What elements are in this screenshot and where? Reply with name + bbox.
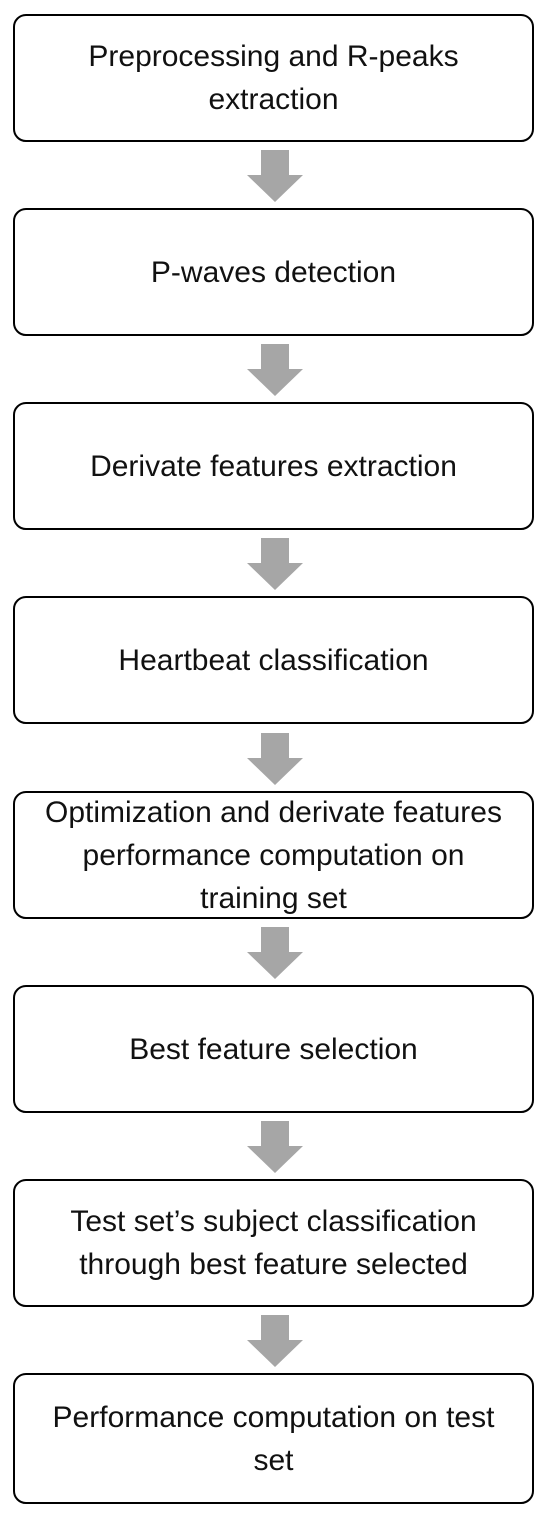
step-label: Heartbeat classification	[118, 643, 429, 677]
step-label: P-waves detection	[150, 255, 397, 289]
step-optimization-training-set: Optimization and derivate features perfo…	[13, 791, 534, 919]
step-label: Performance computation on test set	[52, 1400, 495, 1477]
step-label: Optimization and derivate features perfo…	[45, 795, 502, 915]
step-heartbeat-classification: Heartbeat classification	[13, 596, 534, 724]
step-performance-test-set: Performance computation on test set	[13, 1373, 534, 1504]
down-arrow-icon	[247, 733, 303, 785]
step-preprocessing-r-peaks: Preprocessing and R-peaks extraction	[13, 14, 534, 142]
step-derivate-features-extraction: Derivate features extraction	[13, 402, 534, 530]
down-arrow-icon	[247, 1121, 303, 1173]
step-test-set-classification: Test set’s subject classification throug…	[13, 1179, 534, 1307]
step-label: Test set’s subject classification throug…	[70, 1205, 477, 1281]
down-arrow-icon	[247, 1315, 303, 1367]
step-p-waves-detection: P-waves detection	[13, 208, 534, 336]
down-arrow-icon	[247, 150, 303, 202]
step-label: Derivate features extraction	[90, 449, 457, 483]
down-arrow-icon	[247, 344, 303, 396]
down-arrow-icon	[247, 538, 303, 590]
down-arrow-icon	[247, 927, 303, 979]
step-label: Preprocessing and R-peaks extraction	[88, 40, 459, 116]
step-label: Best feature selection	[129, 1032, 418, 1066]
step-best-feature-selection: Best feature selection	[13, 985, 534, 1113]
